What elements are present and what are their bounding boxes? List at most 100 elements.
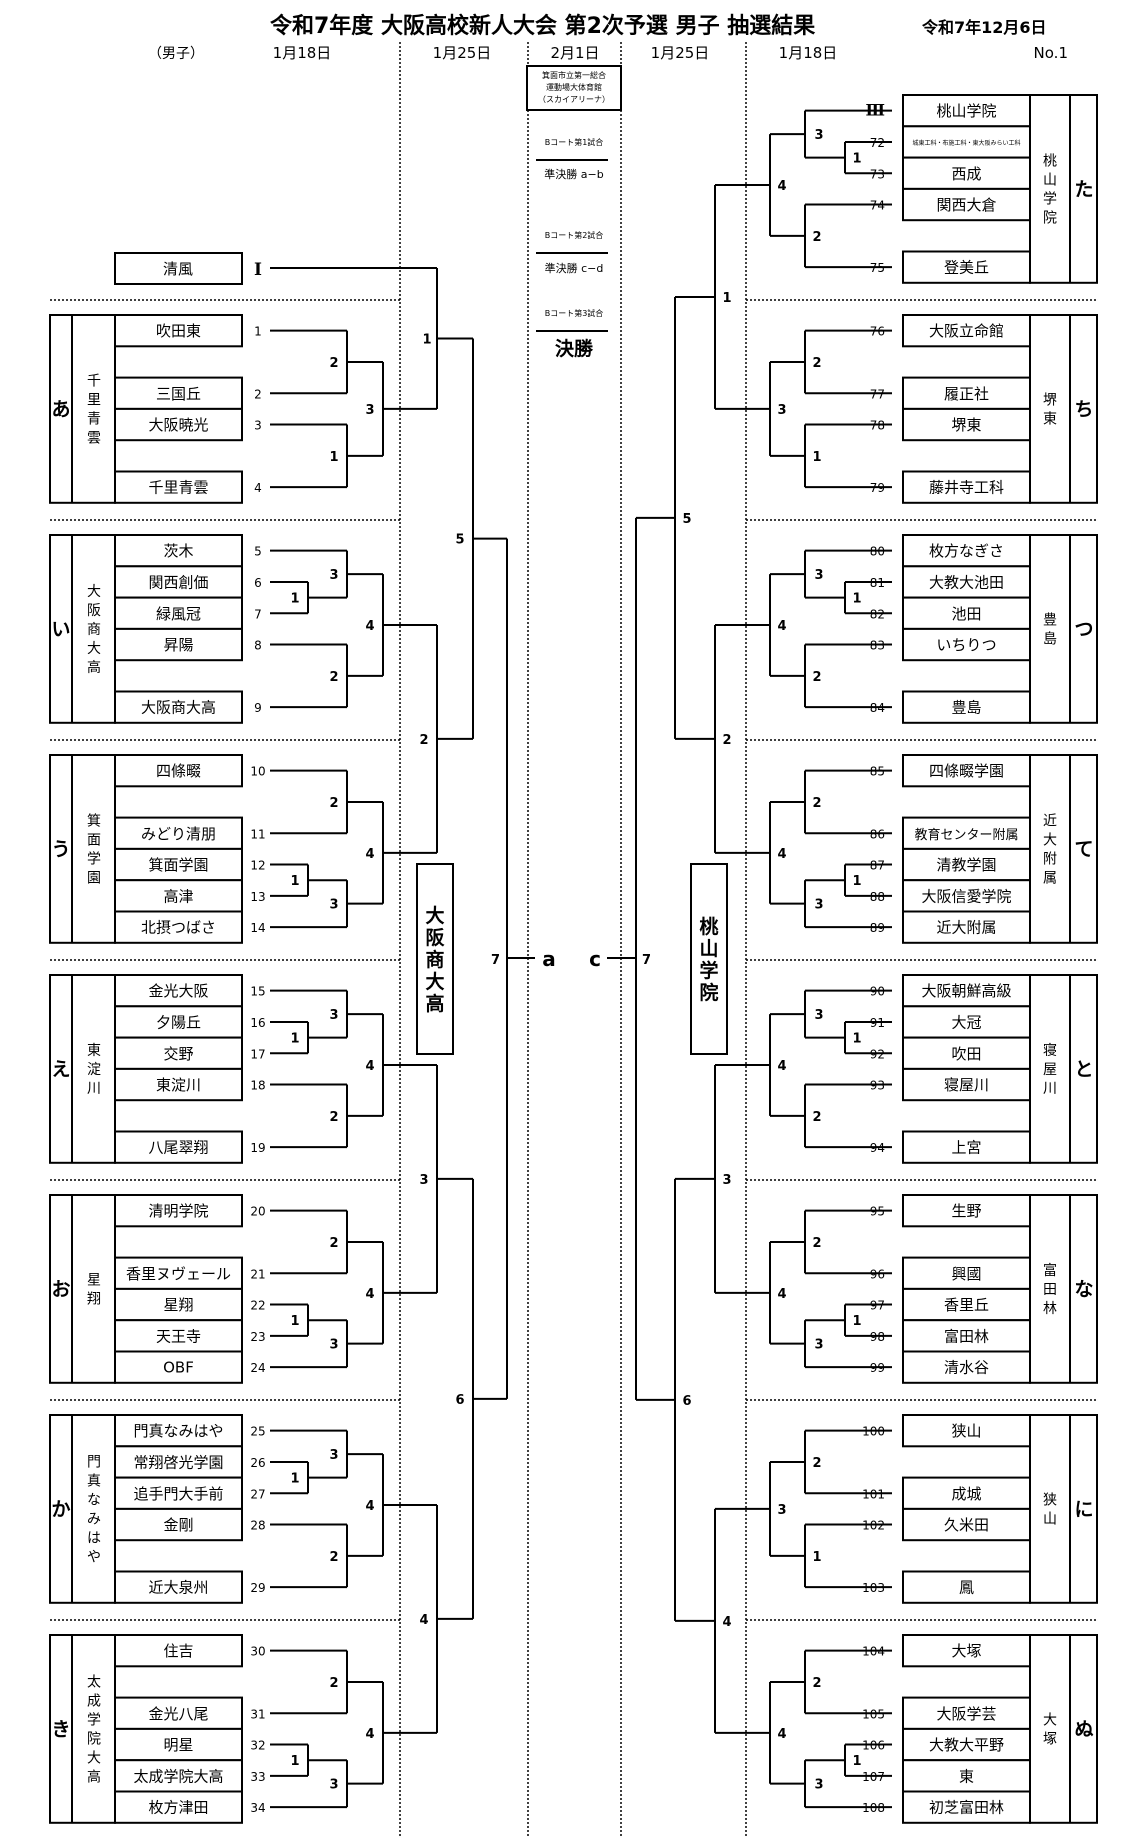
school-name: 三国丘 — [156, 385, 201, 403]
round-label: 2 — [812, 1456, 821, 1471]
round-label: 1 — [290, 1314, 299, 1329]
group-host-char: 寝 — [1043, 1042, 1057, 1059]
school-name: 門真なみはや — [133, 1422, 223, 1440]
draw-number: 8 — [254, 639, 262, 653]
round-label: 4 — [777, 847, 786, 862]
school-name: 吹田 — [951, 1045, 981, 1063]
group-letter: え — [51, 1059, 70, 1081]
group-host-char: 林 — [1043, 1301, 1057, 1317]
school-name: 枚方なぎさ — [929, 542, 1004, 560]
group-host: 寝屋川 — [1043, 1042, 1057, 1097]
school-box — [902, 1067, 1031, 1102]
final-letter-a: a — [542, 947, 556, 971]
group-frame — [49, 974, 116, 1164]
group-letter-char: お — [51, 1279, 70, 1301]
school-box — [114, 376, 243, 410]
school-name: 吹田東 — [156, 322, 201, 340]
round-label: 2 — [329, 1236, 338, 1251]
round-label: 1 — [812, 1550, 821, 1565]
group-host-char: や — [87, 1549, 101, 1565]
round-label: 4 — [777, 179, 786, 194]
draw-number: 14 — [250, 921, 265, 935]
school-box — [902, 1319, 1031, 1353]
school-name: 八尾翠翔 — [148, 1139, 208, 1157]
school-box — [114, 407, 243, 442]
round-label: 1 — [852, 1314, 861, 1329]
round-label: 1 — [812, 450, 821, 465]
school-box — [114, 470, 243, 504]
school-name: 大冠 — [951, 1013, 981, 1031]
school-name: 金光八尾 — [148, 1705, 208, 1723]
school-box — [902, 910, 1031, 944]
school-name: 茨木 — [163, 542, 193, 560]
round-label: 1 — [422, 332, 431, 347]
school-name: 履正社 — [944, 385, 989, 403]
school-box — [902, 1194, 1031, 1228]
school-name: 交野 — [163, 1045, 193, 1063]
group-host-char: 面 — [87, 832, 101, 848]
school-name: 金剛 — [163, 1516, 193, 1534]
round-label: 2 — [722, 733, 731, 748]
school-box — [114, 1696, 243, 1730]
round-label: 3 — [329, 1448, 338, 1463]
page-number: No.1 — [1034, 44, 1068, 62]
round-label: 4 — [419, 1613, 428, 1628]
school-name: 清明学院 — [148, 1202, 208, 1220]
group-host: 近大附属 — [1043, 813, 1057, 886]
block-label-char: 山 — [699, 938, 718, 960]
group-host-char: 川 — [1043, 1081, 1057, 1097]
school-name: 東淀川 — [156, 1076, 201, 1094]
school-name: 成城 — [951, 1485, 981, 1503]
block-box-right — [690, 863, 728, 1055]
round-label: 4 — [777, 619, 786, 634]
date-col-1: 1月18日 — [273, 44, 332, 62]
school-name: 関西創価 — [148, 573, 208, 591]
school-name: 住吉 — [163, 1642, 193, 1660]
round-label: 1 — [852, 1754, 861, 1769]
school-name: 桃山学院 — [936, 102, 996, 120]
group-letter-char: ぬ — [1074, 1719, 1093, 1741]
draw-number: 15 — [250, 985, 265, 999]
court-match-2: Bコート第2試合 — [545, 230, 604, 240]
group-letter-char: う — [51, 839, 70, 861]
group-host-char: 大 — [1043, 832, 1057, 848]
group-host-char: 富 — [1043, 1262, 1057, 1279]
school-name: 大塚 — [951, 1642, 981, 1660]
school-name: 堺東 — [951, 416, 981, 434]
school-box — [902, 1507, 1031, 1542]
school-box — [902, 1634, 1031, 1668]
school-name: 高津 — [163, 887, 193, 905]
school-name: 金光大阪 — [148, 982, 208, 1000]
round-label: 3 — [814, 128, 823, 143]
group-letter-char: た — [1074, 179, 1093, 201]
draw-number: 16 — [250, 1016, 265, 1030]
school-name: 夕陽丘 — [156, 1013, 201, 1031]
group-host-char: 塚 — [1043, 1731, 1057, 1747]
school-name: 常翔啓光学園 — [133, 1453, 223, 1471]
school-name: 千里青雲 — [148, 479, 208, 497]
group-host: 大阪商大高 — [87, 584, 101, 676]
draw-number: 22 — [250, 1299, 265, 1313]
draw-number: 5 — [254, 545, 262, 559]
school-box — [902, 690, 1031, 724]
round-label: 1 — [852, 152, 861, 167]
school-box — [902, 250, 1031, 284]
school-box — [114, 627, 243, 662]
school-box — [902, 974, 1031, 1008]
school-name: 大教大平野 — [929, 1736, 1004, 1754]
round-label: 4 — [365, 1059, 374, 1074]
school-name: 久米田 — [944, 1516, 989, 1534]
page-title: 令和7年度 大阪高校新人大会 第2次予選 男子 抽選結果 — [270, 13, 815, 39]
group-host-char: 大 — [87, 1750, 101, 1766]
group-host-char: 山 — [1043, 172, 1057, 188]
school-box — [114, 754, 243, 788]
group-host-char: 学 — [87, 1712, 101, 1728]
school-box — [114, 1194, 243, 1228]
group-host-char: 里 — [87, 392, 101, 408]
round-label: 6 — [455, 1393, 464, 1408]
school-box — [114, 1319, 243, 1353]
group-letter-char: に — [1074, 1499, 1093, 1521]
draw-number: 17 — [250, 1047, 265, 1061]
group-letter-char: ち — [1074, 399, 1093, 421]
issue-date: 令和7年12月6日 — [921, 18, 1047, 37]
